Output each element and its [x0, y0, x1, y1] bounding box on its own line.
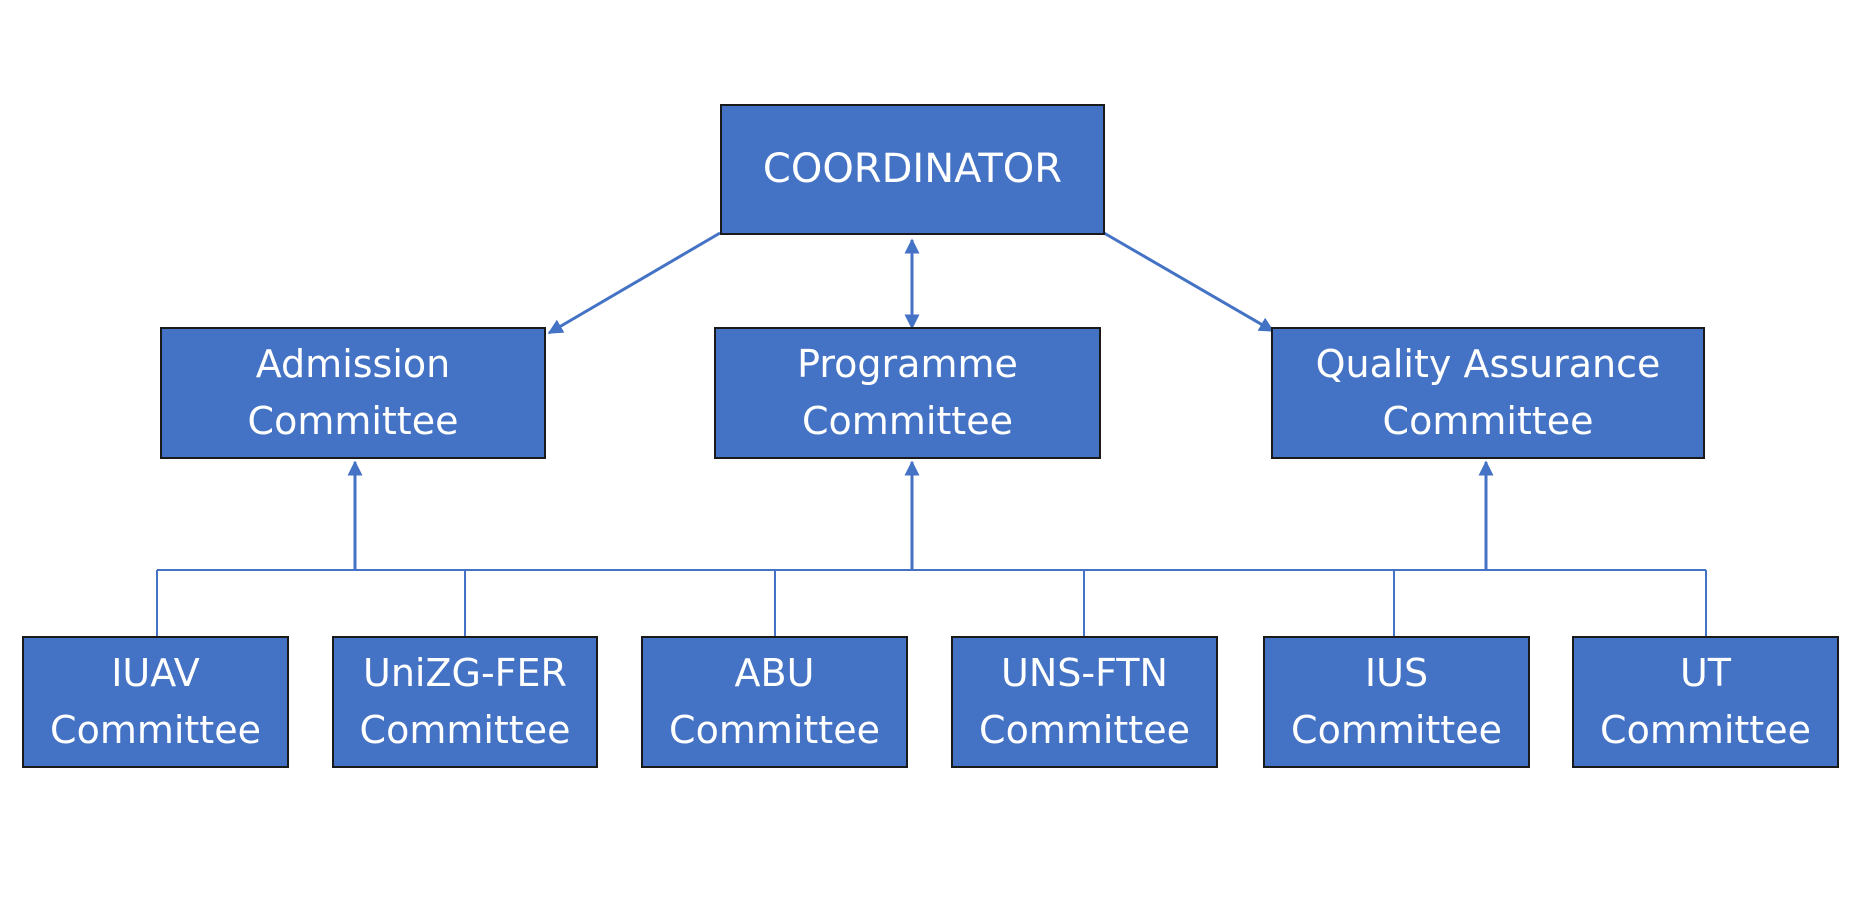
member-committee-abu: ABU Committee [641, 636, 908, 768]
member-committee-uns-ftn: UNS-FTN Committee [951, 636, 1218, 768]
member-committee-ius: IUS Committee [1263, 636, 1530, 768]
member-committee-ut: UT Committee [1572, 636, 1839, 768]
quality-assurance-committee-box: Quality Assurance Committee [1271, 327, 1705, 459]
admission-committee-box: Admission Committee [160, 327, 546, 459]
member-committee-label: IUS Committee [1291, 651, 1502, 752]
member-committee-label: UT Committee [1600, 651, 1811, 752]
coordinator-label: COORDINATOR [762, 146, 1063, 192]
quality-assurance-committee-label: Quality Assurance Committee [1315, 342, 1661, 443]
member-committee-label: IUAV Committee [50, 651, 261, 752]
edge-coordinator-quality [1103, 231, 1275, 333]
member-committee-iuav: IUAV Committee [22, 636, 289, 768]
coordinator-box: COORDINATOR [720, 104, 1105, 235]
edge-coordinator-admission [547, 231, 721, 335]
admission-committee-label: Admission Committee [247, 342, 459, 443]
member-committee-label: ABU Committee [669, 651, 880, 752]
member-committee-label: UNS-FTN Committee [979, 651, 1190, 752]
programme-committee-box: Programme Committee [714, 327, 1101, 459]
member-committee-label: UniZG-FER Committee [359, 651, 571, 752]
member-committee-unizg-fer: UniZG-FER Committee [332, 636, 598, 768]
programme-committee-label: Programme Committee [797, 342, 1018, 443]
